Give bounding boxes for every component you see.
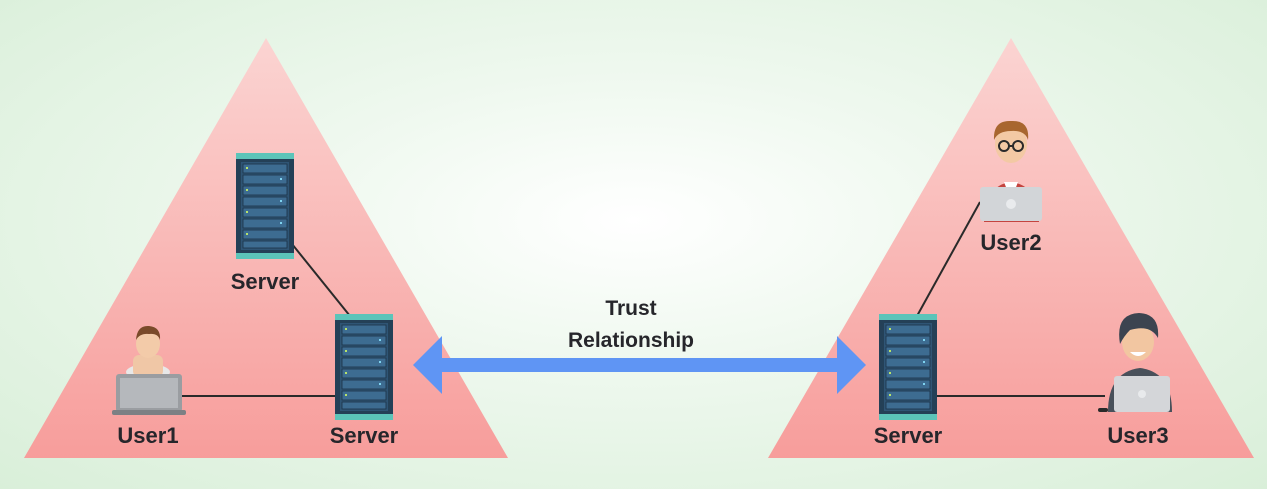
label-trust-line1: Trust bbox=[605, 297, 656, 320]
server-icon bbox=[235, 152, 295, 260]
label-left-main-server: Server bbox=[330, 423, 399, 448]
label-user2: User2 bbox=[980, 230, 1041, 255]
user1-icon bbox=[112, 325, 186, 415]
label-trust-line2: Relationship bbox=[568, 329, 694, 352]
user2-icon bbox=[980, 120, 1042, 222]
connector-line-user2 bbox=[916, 201, 981, 317]
server-icon bbox=[878, 313, 938, 421]
connector-line-top-server bbox=[291, 243, 351, 317]
user3-icon bbox=[1098, 313, 1172, 412]
label-right-main-server: Server bbox=[874, 423, 943, 448]
server-icon bbox=[334, 313, 394, 421]
label-user1: User1 bbox=[117, 423, 178, 448]
label-left-top-server: Server bbox=[231, 269, 300, 294]
label-user3: User3 bbox=[1107, 423, 1168, 448]
trust-relationship-arrow bbox=[413, 336, 866, 394]
